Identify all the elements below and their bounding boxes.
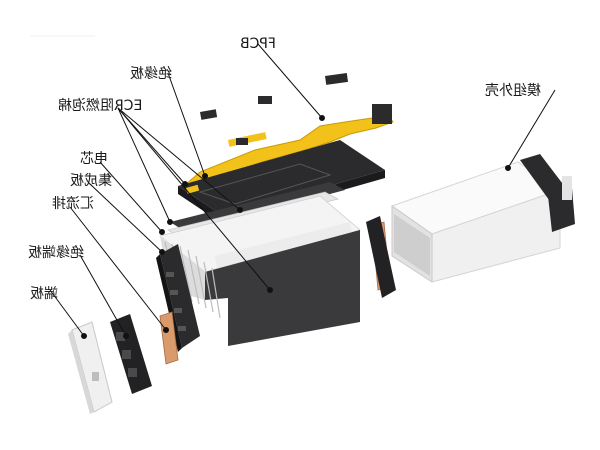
label-ecr-foam: ECR阻燃泡棉 [58, 98, 143, 114]
end-plate [68, 321, 113, 414]
leader-lines [49, 43, 556, 339]
label-insulation-top: 绝缘板 [130, 66, 172, 82]
label-module-shell: 模组外壳 [485, 83, 541, 99]
label-fpcb: FPCB [240, 36, 276, 52]
label-cell: 电芯 [80, 151, 108, 167]
collector-plate [156, 244, 200, 352]
insulation-end-plate [110, 216, 396, 394]
label-busbar: 汇流排 [52, 196, 94, 212]
label-end-plate: 端板 [30, 286, 58, 302]
label-insulation-end: 绝缘端板 [28, 245, 84, 261]
label-collector: 集成板 [70, 173, 112, 189]
module-shell-part [390, 154, 575, 283]
